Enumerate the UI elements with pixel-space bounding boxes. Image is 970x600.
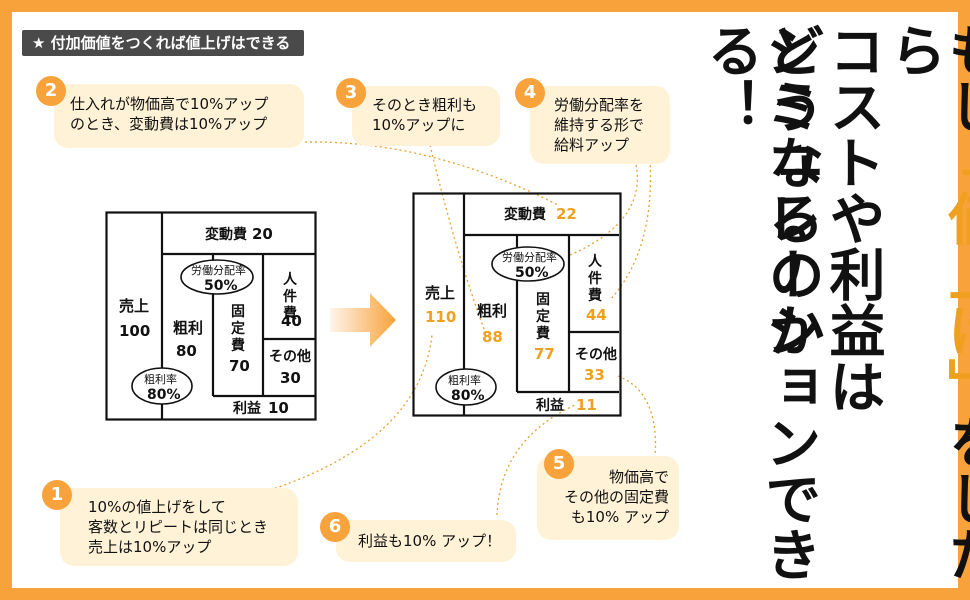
after-personnel-char2: 件 [588,270,602,287]
before-labor-ratio-label: 労働分配率 [191,263,246,277]
before-profit-label: 利益 [233,400,261,417]
title-col-4: シミュレーションできる！ [698,22,821,582]
callout-6-line1: 利益も10% アップ！ [358,532,502,550]
after-gross-ratio-label: 粗利率 [448,373,481,387]
callout-5-badge: 5 [544,449,574,479]
callout-1-badge: 1 [42,480,72,510]
title-col1-highlight: 「値上げ」 [939,134,970,414]
before-fixed-char2: 定 [231,320,245,337]
callout-1-line3: 売上は10%アップ [88,538,212,556]
before-labor-ratio-value: 50% [204,278,238,294]
after-profit-label: 利益 [536,397,564,414]
after-labor-ratio-oval [491,246,565,282]
after-gross-ratio-value: 80% [451,388,485,404]
callout-2-line2: のとき、変動費は10%アップ [70,115,268,133]
after-personnel-char3: 費 [588,287,602,304]
callout-1-line1: 10%の値上げをして [88,498,226,516]
callout-6-badge: 6 [320,512,350,542]
callout-5-line1: 物価高で [608,468,669,486]
connector-3 [429,144,486,333]
after-fixed-value: 77 [534,345,555,363]
callout-2-badge: 2 [36,76,66,106]
after-personnel-char1: 人 [588,253,603,270]
callout-5-line3: も10% アップ [570,508,669,526]
connector-5 [614,374,657,459]
callout-4-line3: 給料アップ [554,136,630,154]
connector-4b [609,159,652,301]
before-personnel-char2: 件 [283,288,297,305]
before-labor-ratio-oval [180,259,254,295]
before-gross-label: 粗利 [173,319,203,337]
callout-2: 仕入れが物価高で10%アップ のとき、変動費は10%アップ [54,84,304,148]
connector-1 [269,334,433,491]
after-gross-label: 粗利 [477,302,507,320]
callout-5-line2: その他の固定費 [563,488,669,506]
callout-3-line1: そのとき粗利も [372,96,478,114]
callout-1-line2: 客数とリピートは同じとき [88,518,269,536]
before-variable-value: 20 [252,225,273,243]
callout-3-badge: 3 [336,78,366,108]
after-other-label: その他 [575,346,617,363]
after-variable-value: 22 [556,205,577,223]
title-col1-pre: もし [939,22,970,134]
title-col-2: コストや利益は [820,22,885,414]
connector-2 [304,141,559,206]
after-fixed-char1: 固 [536,292,550,308]
after-labor-ratio-value: 50% [515,265,549,281]
after-fixed-char3: 費 [536,325,550,342]
before-personnel-value-box: 40 [281,312,302,330]
after-other-value: 33 [584,366,605,384]
callout-4: 労働分配率を 維持する形で 給料アップ [530,86,670,164]
before-fixed-char1: 固 [231,304,245,320]
before-sales-label: 売上 [119,297,149,315]
after-fixed-char2: 定 [536,308,550,325]
after-variable-label: 変動費 [504,206,546,223]
callout-4-line2: 維持する形で [554,116,645,134]
after-sales-value: 110 [425,308,456,326]
before-gross-value: 80 [176,342,197,360]
before-gross-ratio-label: 粗利率 [144,372,177,386]
title-col-1: もし「値上げ」をしたら [881,22,970,592]
after-personnel-value: 44 [586,306,607,324]
before-sales-value: 100 [119,322,150,340]
before-gross-ratio-oval [131,367,193,405]
after-gross-ratio-oval [435,368,497,406]
callout-3-line2: 10%アップに [372,116,466,134]
before-gross-ratio-value: 80% [147,387,181,403]
before-fixed-value: 70 [229,357,250,375]
title-col1-post: をしたら [881,22,970,582]
after-diagram: 変動費 22 売上 110 粗利 88 固 定 費 77 人 件 費 44 その… [412,192,622,417]
callout-2-line1: 仕入れが物価高で10%アップ [70,95,269,113]
before-variable-label: 変動費 [205,226,247,243]
before-other-label: その他 [269,348,311,365]
callout-6: 利益も10% アップ！ [336,520,516,562]
before-diagram: 変動費 20 売上 100 粗利 80 固 定 費 70 人 件 費 その他 3… [105,211,317,421]
after-labor-ratio-label: 労働分配率 [502,250,557,264]
header-tag: ★ 付加価値をつくれば値上げはできる [22,30,305,56]
callout-4-line1: 労働分配率を [554,96,645,114]
connector-4a [569,159,639,256]
title-col-3: どうなるのか [759,22,824,358]
before-other-value: 30 [280,369,301,387]
callout-3: そのとき粗利も 10%アップに [352,86,500,146]
callout-1: 10%の値上げをして 客数とリピートは同じとき 売上は10%アップ [60,488,298,566]
before-profit-value: 10 [268,399,289,417]
before-personnel-char1: 人 [283,271,298,288]
after-gross-value: 88 [482,328,503,346]
transition-arrow [330,293,396,347]
connector-6 [496,404,576,516]
after-sales-label: 売上 [425,284,455,302]
after-profit-value: 11 [576,396,597,414]
before-fixed-char3: 費 [231,337,245,354]
callout-4-badge: 4 [515,78,545,108]
before-personnel-char3: 費 [283,305,297,322]
